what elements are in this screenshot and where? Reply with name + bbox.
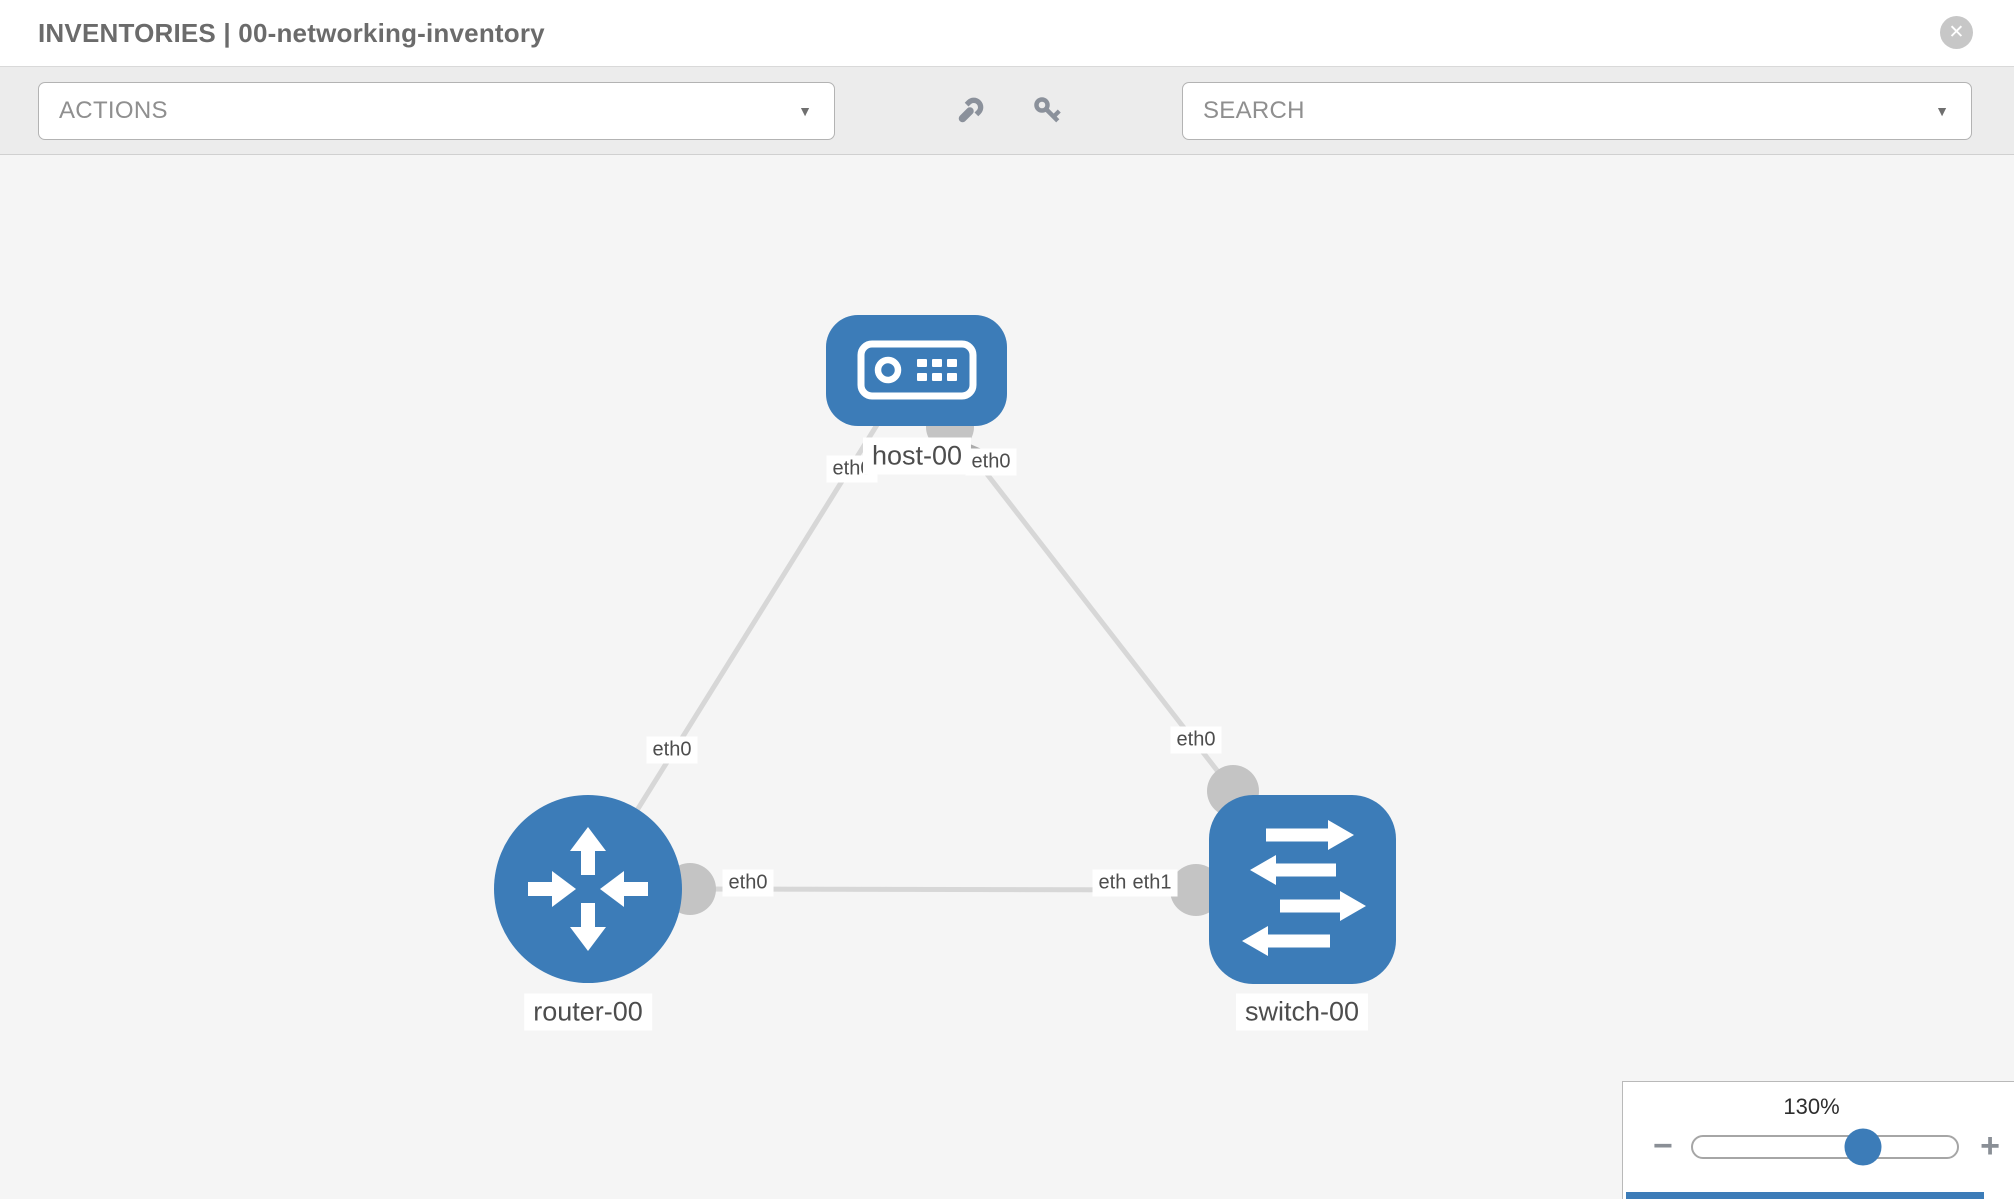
chevron-down-icon: ▼ <box>1935 102 1949 119</box>
actions-dropdown[interactable]: ACTIONS ▼ <box>38 81 835 140</box>
panel-bottom-accent <box>1626 1192 1984 1199</box>
toolbar-icon-group <box>951 92 1067 130</box>
node-label-router: router-00 <box>524 993 652 1031</box>
interface-label: eth0 <box>722 869 774 897</box>
zoom-level-value: 130% <box>1783 1094 1840 1119</box>
link-endpoints <box>664 403 1259 916</box>
key-icon[interactable] <box>1029 92 1067 130</box>
search-dropdown[interactable]: SEARCH ▼ <box>1182 81 1972 140</box>
topology-canvas[interactable]: eth0 eth0 eth0 eth0 eth0 eth0 eth1 host-… <box>0 155 2014 1199</box>
node-label-host: host-00 <box>862 437 972 475</box>
topology-links <box>585 410 1235 893</box>
actions-dropdown-label: ACTIONS <box>59 96 168 124</box>
host-icon <box>857 340 977 400</box>
close-icon[interactable]: ✕ <box>1940 16 1973 49</box>
interface-label: eth1 <box>1126 869 1178 897</box>
interface-label: eth0 <box>965 448 1017 476</box>
node-host-00[interactable] <box>826 315 1007 426</box>
chevron-down-icon: ▼ <box>798 102 812 119</box>
node-router-00[interactable] <box>494 795 682 983</box>
interface-label: eth0 <box>646 736 698 764</box>
zoom-in-button[interactable]: + <box>1980 1127 2000 1165</box>
zoom-slider-handle[interactable] <box>1844 1128 1882 1166</box>
wrench-icon[interactable] <box>951 92 989 130</box>
breadcrumb-header: INVENTORIES | 00-networking-inventory ✕ <box>0 0 2014 67</box>
toolbar: ACTIONS ▼ SEARCH ▼ <box>0 67 2014 155</box>
interface-label: eth0 <box>1170 726 1222 754</box>
page-title: INVENTORIES | 00-networking-inventory <box>38 18 545 48</box>
switch-icon <box>1242 820 1366 956</box>
zoom-slider-track[interactable] <box>1691 1128 1959 1166</box>
node-label-switch: switch-00 <box>1235 993 1369 1031</box>
search-dropdown-label: SEARCH <box>1203 96 1305 124</box>
zoom-out-button[interactable]: − <box>1653 1127 1673 1165</box>
node-switch-00[interactable] <box>1209 795 1396 984</box>
zoom-panel: 130% − + <box>1622 1081 2014 1199</box>
router-icon <box>528 827 648 951</box>
